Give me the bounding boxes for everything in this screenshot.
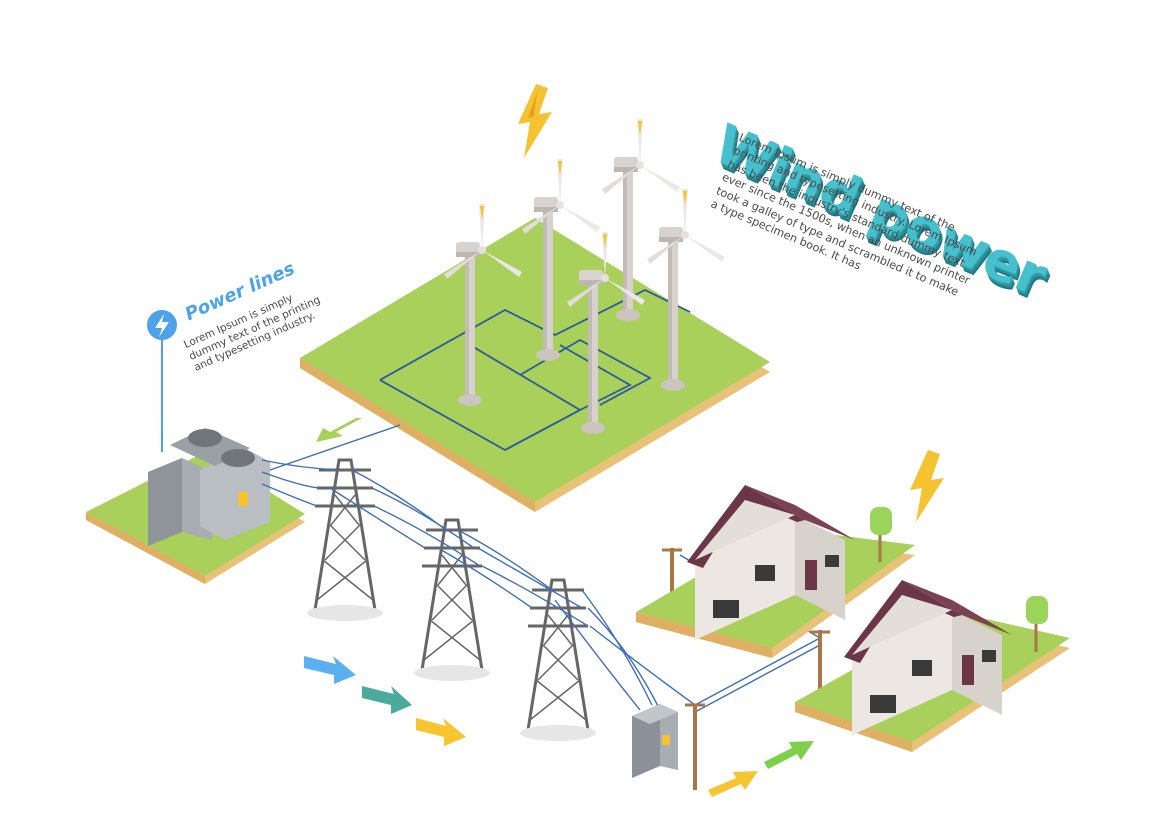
arrow-down-left-icon [316, 418, 362, 442]
substation-building [148, 318, 270, 546]
flow-arrows [304, 418, 814, 797]
transmission-towers [305, 458, 598, 743]
transmission-tower [412, 518, 492, 683]
arrow-up-right-icon [764, 741, 814, 769]
arrow-up-right-icon [708, 771, 758, 797]
lightning-circle-icon [147, 310, 177, 340]
lightning-bolt-icon [910, 450, 944, 522]
arrow-right-icon [416, 718, 466, 746]
wind-farm-platform [300, 218, 770, 512]
trees [870, 507, 1048, 652]
arrow-right-icon [304, 656, 356, 684]
transmission-tower [305, 458, 385, 623]
electrical-box [632, 704, 678, 778]
arrow-right-icon [362, 686, 412, 714]
lightning-bolt-icon [518, 84, 552, 158]
